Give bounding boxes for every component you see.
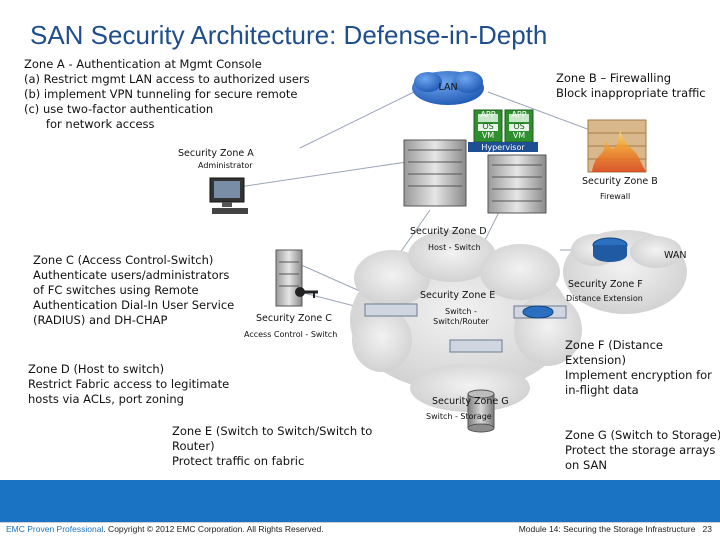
zone-f-sub: Distance Extension (566, 294, 643, 303)
zone-e-label: Security Zone E (420, 290, 496, 301)
vm-host (468, 109, 538, 152)
zone-g-sub: Switch - Storage (426, 412, 492, 421)
vm-os-label-1: OS (482, 122, 494, 131)
zone-a-label: Security Zone A (178, 148, 254, 159)
vm-app-label-1: APP (480, 110, 496, 119)
zone-f-label: Security Zone F (568, 279, 643, 290)
lan-cloud (412, 71, 484, 105)
footer-brand: EMC Proven Professional (6, 524, 104, 534)
admin-workstation (209, 177, 248, 214)
lan-label: LAN (438, 82, 458, 93)
zone-f-description: Zone F (Distance Extension) Implement en… (565, 338, 712, 397)
zone-a-description: Zone A - Authentication at Mgmt Console … (24, 57, 310, 131)
page-number: 23 (702, 524, 712, 534)
zone-c-sub: Access Control - Switch (244, 330, 338, 339)
access-control-switch (275, 249, 318, 307)
vm-app-label-2: APP (511, 110, 527, 119)
zone-e-sub: Switch - Switch/Router (433, 307, 489, 327)
footer-module: Module 14: Securing the Storage Infrastr… (519, 524, 712, 534)
footer-bar (0, 522, 720, 540)
footer-copyright: EMC Proven Professional. Copyright © 201… (6, 524, 324, 534)
slide-title: SAN Security Architecture: Defense-in-De… (30, 20, 548, 50)
vm-label-1: VM (481, 131, 495, 140)
zone-e-description: Zone E (Switch to Switch/Switch to Route… (172, 424, 373, 468)
server-left (403, 139, 467, 207)
zone-d-label: Security Zone D (410, 226, 487, 237)
hypervisor-label: Hypervisor (481, 143, 525, 152)
firewall (587, 119, 647, 173)
zone-g-label: Security Zone G (432, 396, 509, 407)
zone-b-label: Security Zone B (582, 176, 658, 187)
footer-copyright-text: . Copyright © 2012 EMC Corporation. All … (103, 524, 324, 534)
zone-a-sub: Administrator (198, 161, 253, 170)
footer-module-title: Module 14: Securing the Storage Infrastr… (518, 524, 696, 534)
zone-d-sub: Host - Switch (428, 243, 481, 252)
zone-b-description: Zone B – Firewalling Block inappropriate… (556, 71, 706, 100)
wan-label: WAN (664, 250, 687, 261)
vm-os-label-2: OS (513, 122, 525, 131)
zone-b-sub: Firewall (600, 192, 631, 201)
zone-g-description: Zone G (Switch to Storage) Protect the s… (565, 428, 720, 472)
storage-array (467, 389, 495, 433)
distance-router (522, 305, 554, 319)
server-right (487, 154, 547, 214)
zone-c-description: Zone C (Access Control-Switch) Authentic… (33, 253, 235, 327)
zone-d-description: Zone D (Host to switch) Restrict Fabric … (28, 362, 230, 406)
footer-band (0, 480, 720, 522)
wan-router (592, 237, 628, 262)
vm-label-2: VM (512, 131, 526, 140)
zone-c-label: Security Zone C (256, 313, 332, 324)
